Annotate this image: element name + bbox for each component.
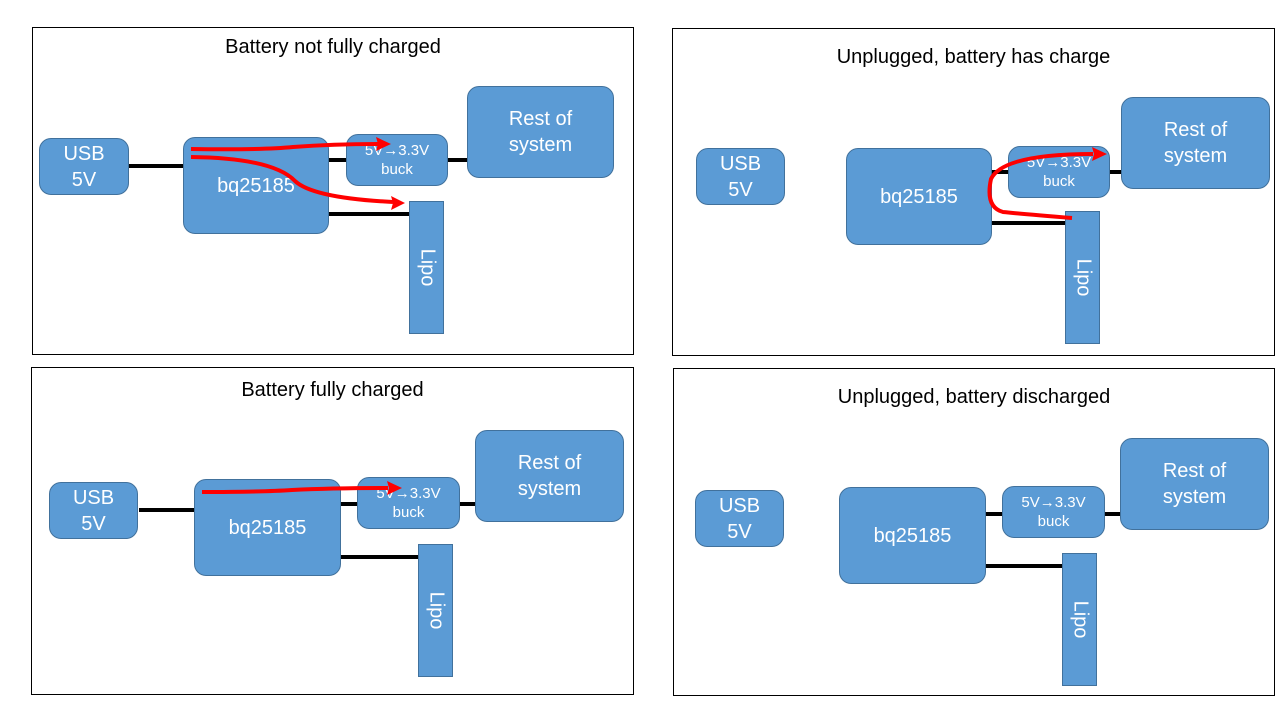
usb-5v-block: USB 5V bbox=[695, 490, 784, 547]
panel-battery-not-fully-charged: Battery not fully charged USB 5V bq25185… bbox=[32, 27, 634, 355]
charger-label: bq25185 bbox=[228, 516, 307, 539]
rest-of-system-block: Rest of system bbox=[1120, 438, 1269, 530]
panel-unplugged-battery-has-charge: Unplugged, battery has charge USB 5V bq2… bbox=[672, 28, 1275, 356]
usb-label: USB 5V bbox=[63, 142, 105, 191]
wire-usb-charger bbox=[129, 164, 185, 168]
buck-converter-block: 5V→3.3V buck bbox=[346, 134, 448, 186]
buck-label: 5V→3.3V buck bbox=[1026, 153, 1092, 191]
system-label: Rest of system bbox=[517, 452, 582, 500]
usb-5v-block: USB 5V bbox=[39, 138, 129, 195]
usb-5v-block: USB 5V bbox=[696, 148, 785, 205]
battery-label: Lipo bbox=[1072, 258, 1094, 297]
wire-buck-system bbox=[1109, 170, 1123, 174]
wire-charger-battery bbox=[985, 564, 1063, 568]
battery-label: Lipo bbox=[425, 591, 447, 630]
rest-of-system-block: Rest of system bbox=[1121, 97, 1270, 189]
charger-ic-block: bq25185 bbox=[839, 487, 986, 584]
lipo-battery-block: Lipo bbox=[1062, 553, 1097, 686]
wire-buck-system bbox=[1104, 512, 1122, 516]
wire-usb-charger bbox=[139, 508, 196, 512]
charger-label: bq25185 bbox=[217, 174, 295, 197]
system-label: Rest of system bbox=[1163, 119, 1228, 167]
panel-title: Unplugged, battery has charge bbox=[836, 46, 1111, 68]
usb-label: USB 5V bbox=[719, 152, 762, 201]
wire-charger-battery bbox=[991, 221, 1067, 225]
flow-arrowhead-battery bbox=[391, 196, 405, 210]
charger-ic-block: bq25185 bbox=[194, 479, 341, 576]
buck-label: 5V→3.3V buck bbox=[1021, 493, 1086, 531]
wire-buck-system bbox=[447, 158, 469, 162]
wire-charger-battery bbox=[340, 555, 420, 559]
buck-label: 5V→3.3V buck bbox=[364, 141, 430, 179]
charger-ic-block: bq25185 bbox=[846, 148, 992, 245]
panel-battery-fully-charged: Battery fully charged USB 5V bq25185 5V→… bbox=[31, 367, 634, 695]
buck-converter-block: 5V→3.3V buck bbox=[357, 477, 460, 529]
buck-label: 5V→3.3V buck bbox=[376, 484, 441, 522]
panel-title: Battery fully charged bbox=[241, 379, 424, 401]
panel-title: Unplugged, battery discharged bbox=[837, 386, 1111, 408]
wire-charger-buck bbox=[340, 502, 358, 506]
rest-of-system-block: Rest of system bbox=[475, 430, 624, 522]
wire-charger-battery bbox=[329, 212, 411, 216]
usb-label: USB 5V bbox=[72, 486, 115, 535]
wire-buck-system bbox=[459, 502, 477, 506]
lipo-battery-block: Lipo bbox=[1065, 211, 1100, 344]
lipo-battery-block: Lipo bbox=[409, 201, 444, 334]
buck-converter-block: 5V→3.3V buck bbox=[1002, 486, 1105, 538]
panel-unplugged-battery-discharged: Unplugged, battery discharged USB 5V bq2… bbox=[673, 368, 1275, 696]
charger-label: bq25185 bbox=[873, 524, 952, 547]
buck-converter-block: 5V→3.3V buck bbox=[1008, 146, 1110, 198]
lipo-battery-block: Lipo bbox=[418, 544, 453, 677]
panel-title: Battery not fully charged bbox=[225, 36, 441, 58]
rest-of-system-block: Rest of system bbox=[467, 86, 614, 178]
wire-charger-buck bbox=[985, 512, 1005, 516]
charger-ic-block: bq25185 bbox=[183, 137, 329, 234]
charger-label: bq25185 bbox=[880, 185, 958, 208]
system-label: Rest of system bbox=[508, 108, 573, 156]
usb-label: USB 5V bbox=[718, 494, 761, 543]
battery-label: Lipo bbox=[1069, 600, 1091, 639]
battery-label: Lipo bbox=[416, 248, 438, 287]
usb-5v-block: USB 5V bbox=[49, 482, 138, 539]
system-label: Rest of system bbox=[1162, 460, 1227, 508]
